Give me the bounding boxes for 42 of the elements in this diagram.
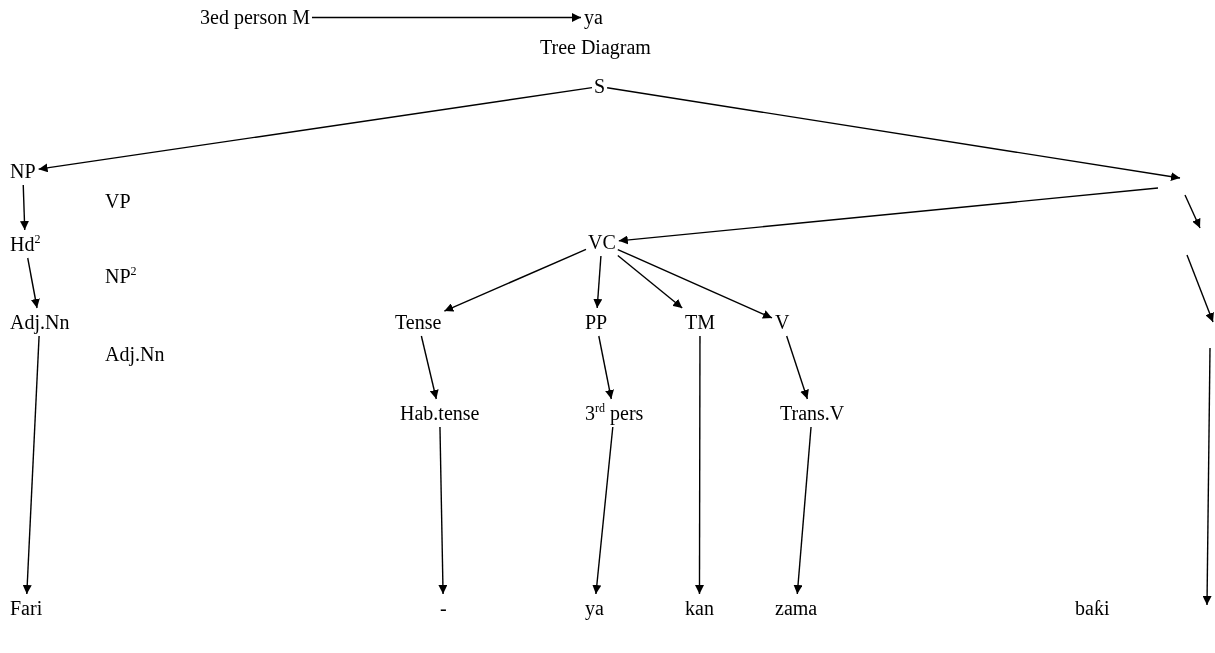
- arrow: [311, 13, 582, 22]
- tree-label: -: [440, 597, 447, 620]
- arrow: [793, 426, 812, 595]
- tree-label: baƙi: [1075, 597, 1110, 620]
- tree-label: VC: [588, 231, 616, 254]
- arrow: [606, 87, 1181, 182]
- tree-label: ya: [585, 597, 604, 620]
- tree-label: Hd$^{2}$: [10, 233, 41, 256]
- arrow: [598, 335, 614, 400]
- arrow: [617, 254, 683, 309]
- tree-label: zama: [775, 597, 818, 620]
- arrow: [438, 426, 448, 595]
- arrow: [420, 335, 439, 400]
- arrow: [19, 184, 29, 231]
- tree-label: Hab.tense: [400, 402, 480, 425]
- tree-label: ya: [584, 6, 603, 29]
- tree-label: kan: [685, 597, 714, 620]
- arrow: [593, 255, 603, 309]
- tree-label: Adj.Nn: [105, 343, 165, 366]
- tree-label: S: [594, 75, 606, 98]
- tree-label: V: [775, 311, 790, 334]
- tree-label: TM: [685, 311, 715, 334]
- arrow: [695, 335, 704, 595]
- tree-label: PP: [585, 311, 608, 334]
- tree-label: 3ed person M: [200, 6, 310, 29]
- arrow: [592, 426, 614, 595]
- tree-label: Trans.V: [780, 402, 845, 425]
- arrow: [618, 187, 1159, 245]
- tree-label: 3$^{rd}$ pers: [585, 402, 644, 425]
- arrow: [617, 248, 773, 319]
- tree-label: Adj.Nn: [10, 311, 70, 334]
- arrow: [22, 335, 40, 595]
- tree-label: NP: [10, 160, 36, 183]
- tree-label: VP: [105, 190, 131, 213]
- arrow: [37, 86, 593, 173]
- arrow: [785, 335, 809, 400]
- tree-label: Fari: [10, 597, 43, 620]
- arrow: [443, 248, 587, 312]
- tree-label: Tense: [395, 311, 442, 334]
- tree-label: NP$^{2}$: [105, 265, 137, 288]
- arrow: [27, 257, 40, 309]
- diagram-title: Tree Diagram: [540, 36, 651, 59]
